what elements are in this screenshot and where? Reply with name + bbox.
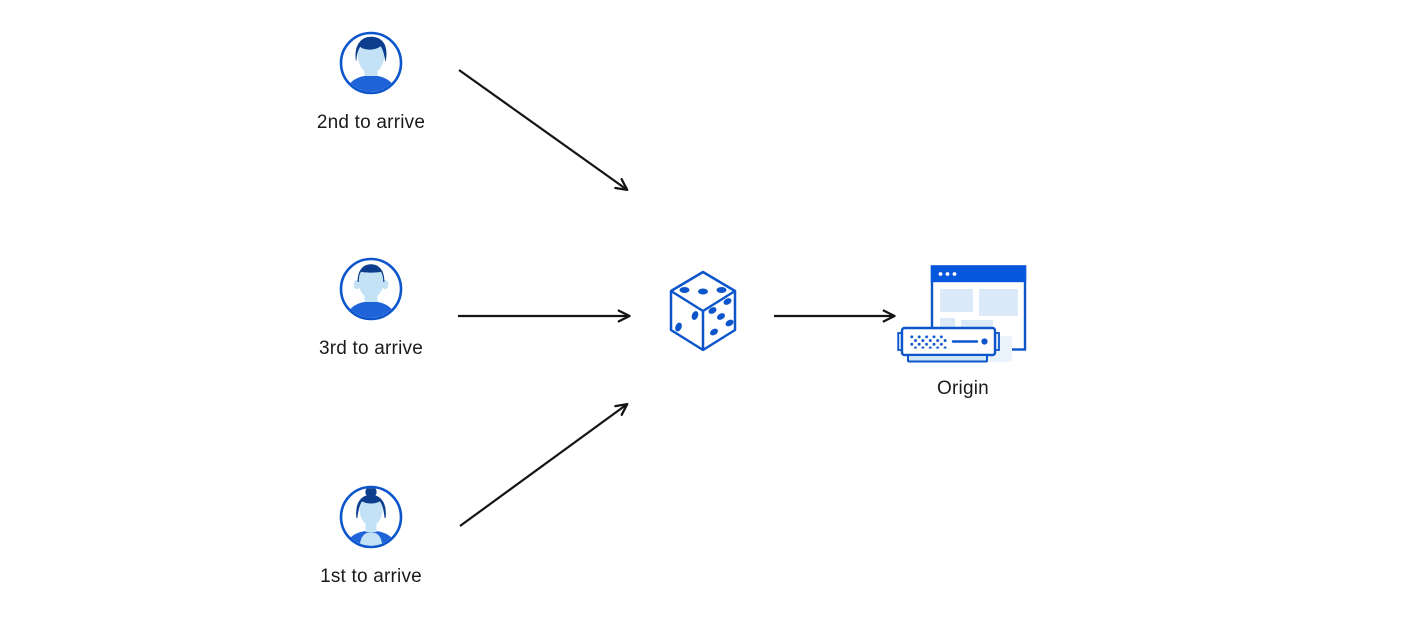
arrow-user-second-to-dice [458,69,629,192]
node-randomizer-dice [667,268,739,354]
node-user-third: 3rd to arrive [296,256,446,360]
server-icon [897,326,1012,363]
arrow-user-first-to-dice [459,402,629,527]
node-label-user-first: 1st to arrive [320,566,422,587]
dice-pips [675,287,734,336]
user-avatar-man-flattop-icon [339,257,403,321]
user-avatar-man-swoop-icon [339,31,403,95]
origin-server-browser-icon [897,265,1027,363]
dice-icon [669,270,737,352]
node-label-user-third: 3rd to arrive [319,338,423,359]
node-user-first: 1st to arrive [296,484,446,588]
node-user-second: 2nd to arrive [296,30,446,134]
node-label-user-second: 2nd to arrive [316,112,426,133]
user-avatar-woman-icon [339,485,403,549]
node-label-origin: Origin [937,378,989,399]
node-origin: Origin [896,264,1030,400]
